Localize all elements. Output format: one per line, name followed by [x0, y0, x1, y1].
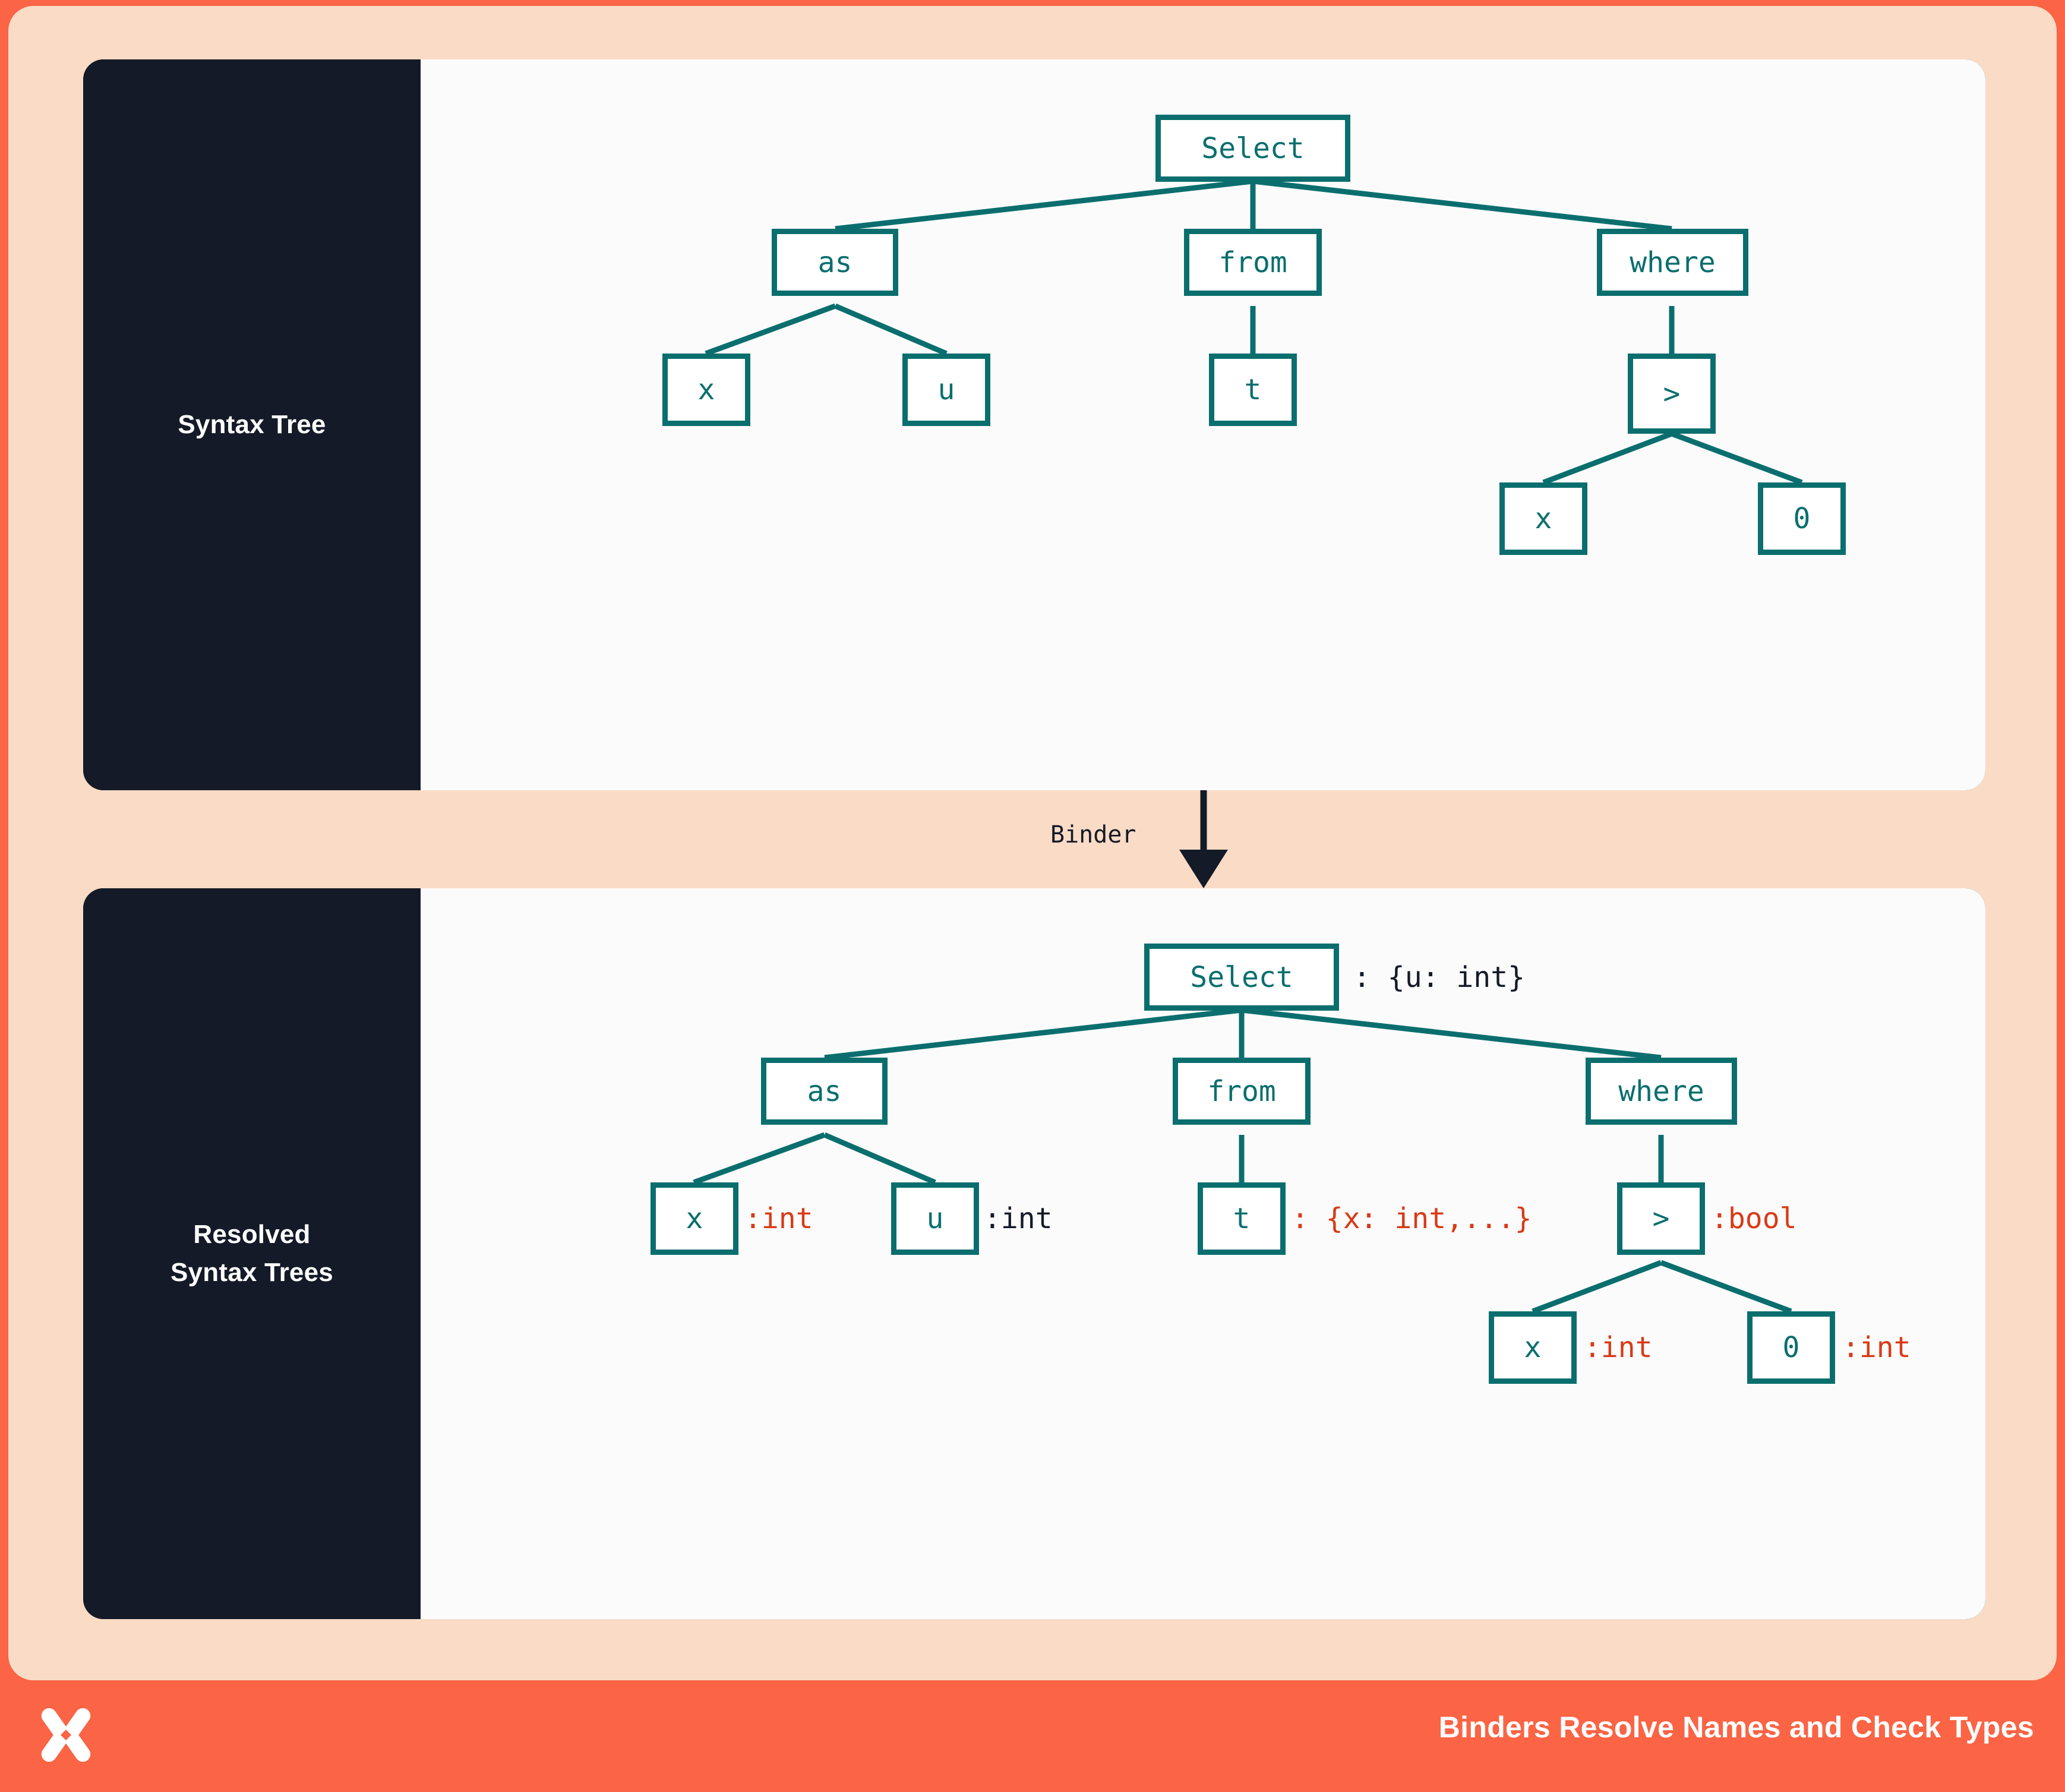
resolved-node-as-x: x — [651, 1182, 738, 1255]
resolved-node-gt-zero-label: 0 — [1782, 1331, 1800, 1364]
syntax-tree-panel: Syntax Tree — [83, 59, 1985, 790]
annotation-gt: :bool — [1711, 1202, 1797, 1235]
binder-connector: Binder — [83, 790, 1985, 888]
x-mark-logo-icon — [41, 1708, 91, 1762]
resolved-node-gt-x-label: x — [1524, 1331, 1542, 1364]
resolved-node-as-x-label: x — [686, 1202, 703, 1235]
node-as-u: u — [902, 354, 990, 426]
resolved-node-from-t: t — [1198, 1182, 1286, 1255]
node-gt-zero: 0 — [1758, 482, 1846, 555]
node-from: from — [1184, 229, 1322, 296]
syntax-tree-canvas: Select as from where x u t > — [421, 59, 1985, 790]
resolved-node-gt-label: > — [1652, 1202, 1670, 1235]
resolved-node-from-label: from — [1207, 1074, 1276, 1108]
resolved-node-from: from — [1173, 1058, 1311, 1125]
resolved-label-line1: Resolved — [193, 1220, 311, 1250]
resolved-node-as: as — [761, 1058, 888, 1125]
resolved-node-where: where — [1586, 1058, 1737, 1125]
annotation-from-t: : {x: int,...} — [1292, 1202, 1532, 1235]
resolved-node-where-label: where — [1618, 1074, 1704, 1108]
node-select-label: Select — [1201, 131, 1305, 165]
resolved-syntax-tree-canvas: Select : {u: int} as from where x :int u… — [421, 888, 1985, 1619]
annotation-gt-x: :int — [1584, 1331, 1653, 1364]
node-from-t: t — [1209, 354, 1297, 426]
footer-bar: Binders Resolve Names and Check Types — [0, 1680, 2065, 1792]
node-where-label: where — [1630, 245, 1716, 279]
node-gt-x-label: x — [1534, 502, 1552, 535]
node-where: where — [1597, 229, 1748, 296]
resolved-node-gt-x: x — [1489, 1311, 1577, 1384]
node-as-label: as — [817, 245, 852, 279]
footer-title: Binders Resolve Names and Check Types — [1438, 1711, 2034, 1744]
resolved-node-gt-zero: 0 — [1747, 1311, 1835, 1384]
resolved-node-from-t-label: t — [1233, 1202, 1251, 1235]
resolved-node-as-u: u — [891, 1182, 979, 1255]
node-gt-x: x — [1499, 482, 1587, 555]
resolved-syntax-tree-panel-label: Resolved Syntax Trees — [170, 1216, 333, 1292]
binder-arrow-icon — [1179, 790, 1228, 888]
resolved-node-select-label: Select — [1190, 960, 1293, 994]
node-gt-zero-label: 0 — [1793, 502, 1811, 535]
annotation-gt-zero: :int — [1842, 1331, 1911, 1364]
node-as-x: x — [662, 354, 750, 426]
node-as: as — [772, 229, 898, 296]
node-as-u-label: u — [937, 373, 955, 406]
syntax-tree-panel-label: Syntax Tree — [178, 410, 326, 440]
annotation-select: : {u: int} — [1353, 961, 1525, 994]
resolved-syntax-tree-sidebar: Resolved Syntax Trees — [83, 888, 421, 1619]
resolved-syntax-tree-panel: Resolved Syntax Trees — [83, 888, 1985, 1619]
resolved-node-gt: > — [1617, 1182, 1705, 1255]
resolved-node-as-u-label: u — [926, 1202, 944, 1235]
annotation-as-x: :int — [744, 1202, 813, 1235]
resolved-node-as-label: as — [807, 1074, 842, 1108]
resolved-node-select: Select — [1144, 944, 1339, 1011]
resolved-label-line2: Syntax Trees — [170, 1258, 333, 1287]
annotation-as-u: :int — [984, 1202, 1053, 1235]
node-select: Select — [1155, 115, 1350, 182]
syntax-tree-sidebar: Syntax Tree — [83, 59, 421, 790]
node-gt: > — [1628, 354, 1716, 434]
node-gt-label: > — [1663, 377, 1681, 411]
binder-label: Binder — [1050, 821, 1136, 848]
node-from-label: from — [1218, 245, 1287, 279]
node-from-t-label: t — [1244, 373, 1262, 406]
node-as-x-label: x — [697, 373, 715, 406]
